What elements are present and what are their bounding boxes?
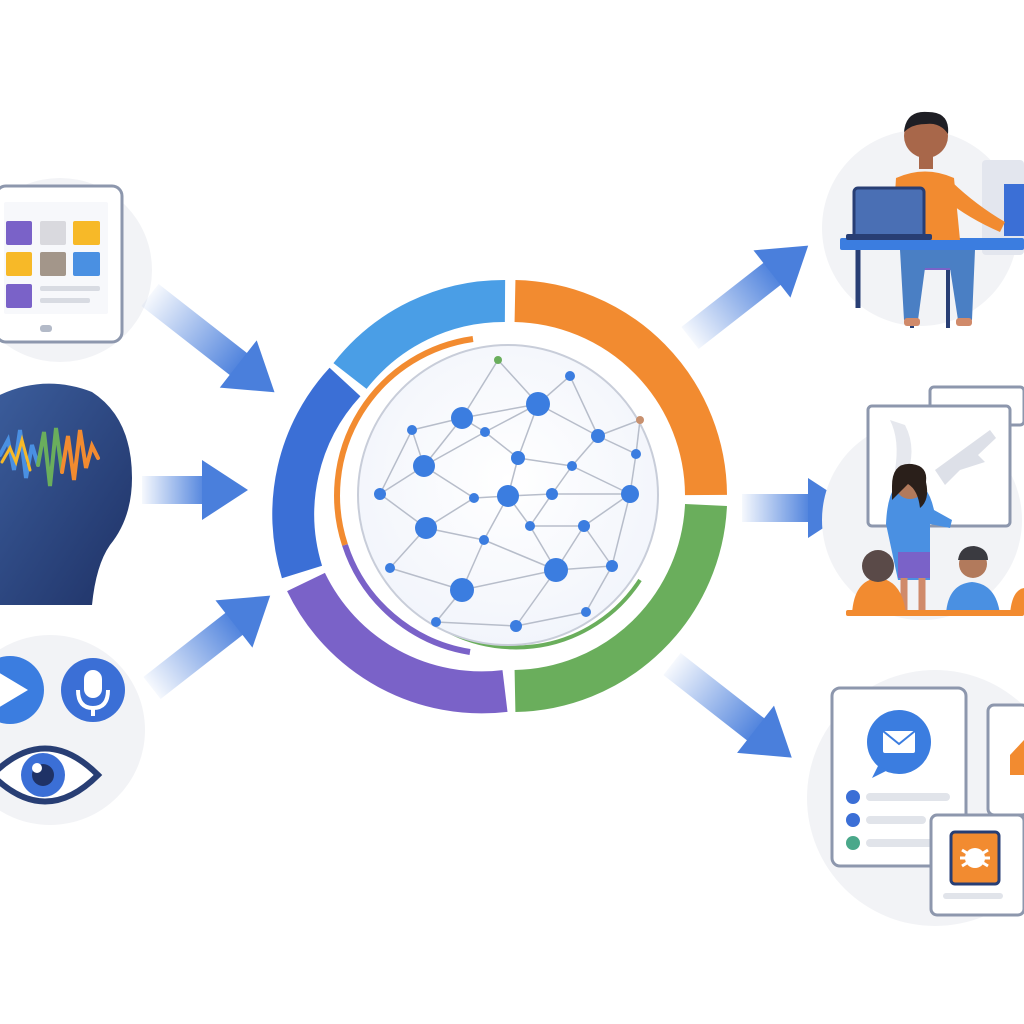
network-node: [497, 485, 519, 507]
eye-icon: [0, 745, 103, 805]
network-edge: [461, 403, 539, 419]
media-icons-group: [0, 635, 145, 825]
tablet-dashboard-icon: [0, 178, 152, 362]
network-edge: [569, 375, 599, 437]
network-edge: [435, 621, 517, 627]
ring-segment-top-right: [514, 280, 727, 496]
network-node: [591, 429, 605, 443]
hub-ring: [272, 279, 727, 714]
network-node: [480, 427, 490, 437]
network-node: [631, 449, 641, 459]
network-node: [494, 356, 502, 364]
ring-segment-left: [272, 367, 361, 579]
network-node: [578, 520, 590, 532]
network-nodes: [374, 356, 644, 632]
network-node: [621, 485, 639, 503]
network-edge: [571, 465, 631, 495]
microphone-icon: [61, 658, 125, 722]
network-node: [606, 560, 618, 572]
network-edge: [389, 567, 463, 591]
network-node: [407, 425, 417, 435]
network-node: [511, 451, 525, 465]
arrow-output-1: [681, 245, 809, 350]
output-arrows: [663, 245, 854, 758]
network-node: [374, 488, 386, 500]
ring-segment-bottom-right: [514, 503, 727, 712]
network-edge: [529, 493, 553, 527]
network-node: [567, 461, 577, 471]
network-node: [546, 488, 558, 500]
network-edge: [461, 569, 557, 591]
network-node: [385, 563, 395, 573]
arrow-input-2: [142, 460, 248, 520]
network-edge: [483, 539, 557, 571]
network-edge: [597, 419, 641, 437]
network-node: [450, 578, 474, 602]
bug-badge-icon: [949, 830, 1001, 886]
network-edge: [423, 431, 486, 467]
network-node: [565, 371, 575, 381]
network-edge: [517, 457, 573, 467]
network-edge: [515, 611, 587, 627]
network-edge: [611, 493, 631, 567]
ring-segment-bottom-left: [287, 572, 508, 714]
network-edge: [585, 565, 613, 613]
network-edge: [583, 493, 631, 527]
soundwave-icon: [0, 427, 100, 487]
network-node: [451, 407, 473, 429]
person-at-laptop-icon: [822, 111, 1024, 328]
network-edge: [379, 429, 413, 495]
play-icon: [0, 656, 44, 724]
teacher-classroom-icon: [822, 385, 1024, 620]
head-soundwave-icon: [0, 383, 132, 605]
network-node: [479, 535, 489, 545]
network-node: [510, 620, 522, 632]
arrow-output-3: [663, 652, 792, 758]
ring-segment-top-left: [333, 279, 506, 390]
network-edge: [461, 359, 499, 419]
input-arrows: [141, 283, 275, 700]
network-node: [525, 521, 535, 531]
network-edge: [583, 525, 613, 567]
network-node: [526, 392, 550, 416]
network-node: [469, 493, 479, 503]
network-node: [431, 617, 441, 627]
network-edge: [635, 419, 641, 455]
arrow-input-3: [143, 595, 271, 700]
arrow-input-1: [141, 283, 275, 393]
message-icon: [867, 710, 931, 778]
network-node: [544, 558, 568, 582]
network-node: [413, 455, 435, 477]
network-edge: [484, 431, 519, 459]
network-node: [636, 416, 644, 424]
network-node: [581, 607, 591, 617]
network-node: [415, 517, 437, 539]
document-cards-icon: [807, 670, 1024, 926]
network-edge: [597, 435, 637, 455]
